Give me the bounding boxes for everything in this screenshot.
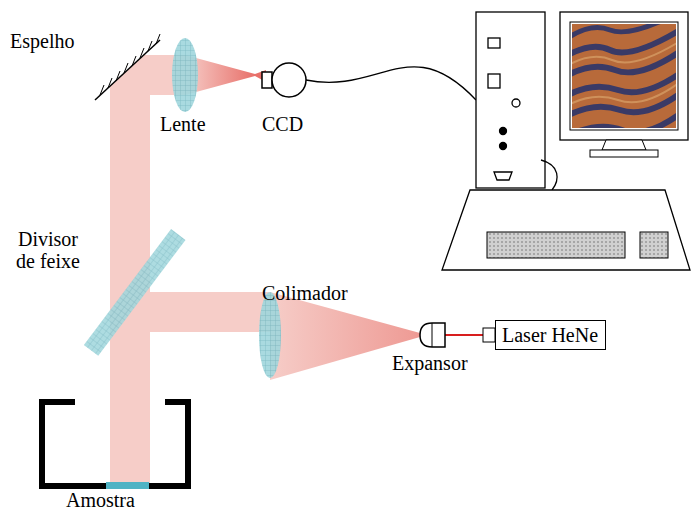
- beam-splitter-label: Divisor de feixe: [8, 228, 88, 272]
- mirror-symbol: [95, 34, 160, 100]
- laser-box: Laser HeNe: [495, 320, 606, 350]
- expander-label: Expansor: [392, 352, 468, 374]
- sample: [106, 482, 149, 489]
- beam-expander: [420, 323, 445, 347]
- camera-cable: [306, 67, 476, 100]
- sample-holder: [149, 402, 188, 486]
- lens-label: Lente: [160, 113, 206, 135]
- sample-label: Amostra: [66, 489, 135, 511]
- computer-tower: [476, 12, 545, 188]
- monitor: [560, 12, 690, 157]
- ccd-camera: [272, 63, 306, 97]
- lens-symbol: [172, 38, 198, 112]
- sample-holder: [42, 402, 106, 486]
- beam-splitter: [84, 229, 186, 356]
- ccd-camera: [262, 72, 272, 88]
- laser-aperture: [483, 328, 495, 342]
- collimator-label: Colimador: [262, 282, 348, 304]
- laser-line: [445, 334, 483, 336]
- collimated-beam: [130, 292, 270, 332]
- mirror-label: Espelho: [10, 30, 74, 52]
- fringe-image: [572, 24, 676, 128]
- collimator-lens: [259, 292, 281, 378]
- keyboard-cable: [541, 160, 557, 190]
- ccd-label: CCD: [262, 113, 303, 135]
- beam-expander: [432, 323, 433, 347]
- laser-name: Laser HeNe: [502, 324, 599, 346]
- keyboard: [442, 190, 690, 270]
